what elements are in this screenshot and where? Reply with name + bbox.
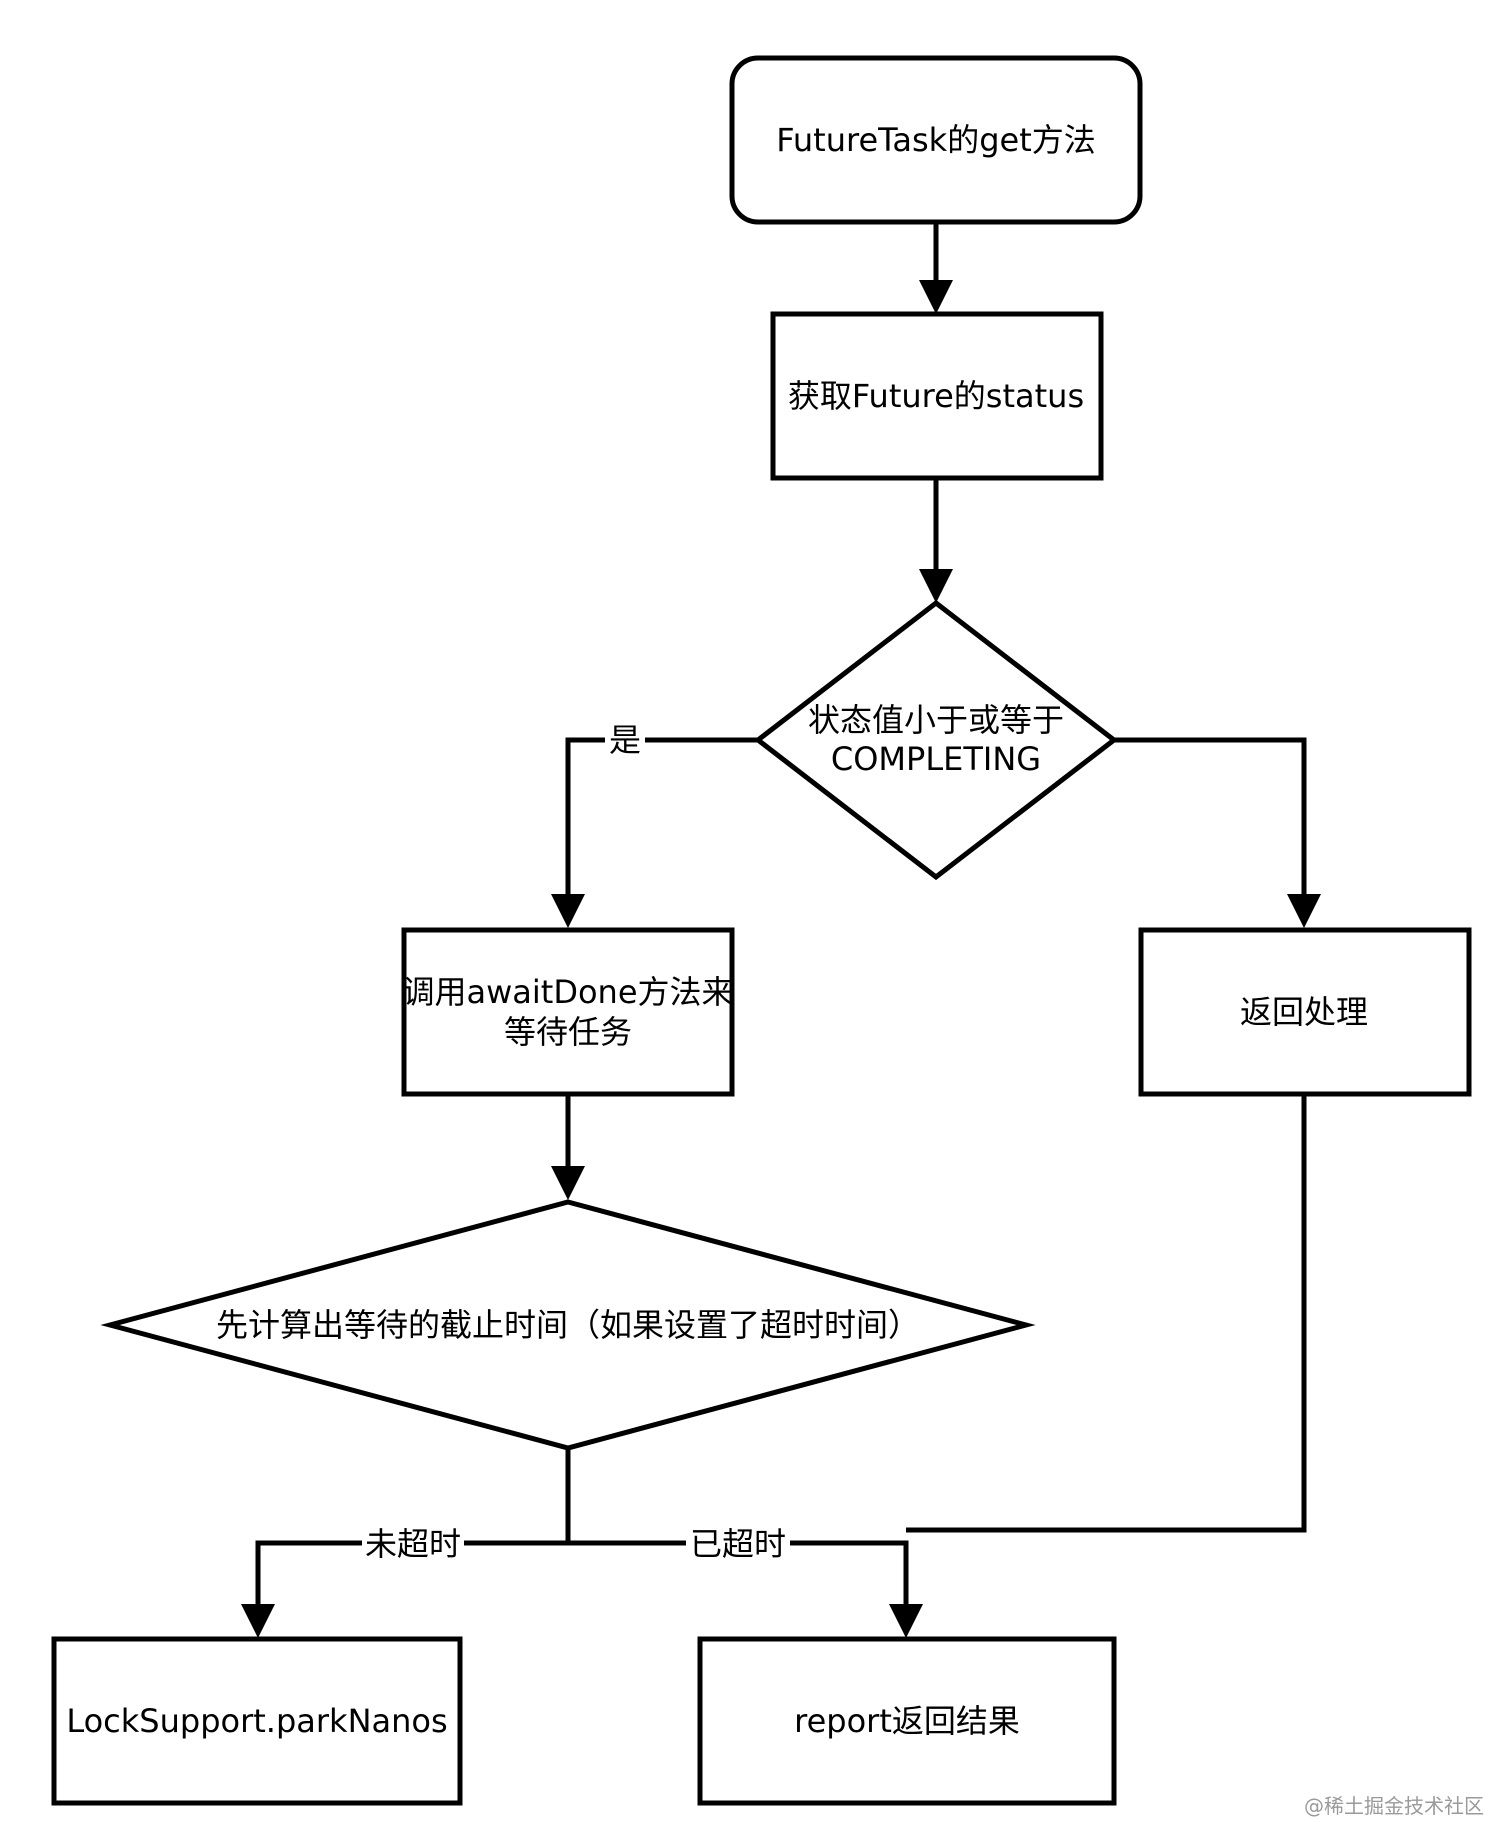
edge-decision-no-to-return [1114,737,1307,898]
park-nanos-label: LockSupport.parkNanos [66,1702,447,1740]
report-label: report返回结果 [794,1702,1020,1740]
deadline-decision-node [100,1199,1036,1451]
arrowhead-status [919,280,953,314]
start-node-label: FutureTask的get方法 [776,121,1096,159]
get-status-label: 获取Future的status [788,377,1084,415]
arrowhead-return [1287,894,1321,928]
yes-label-bg [605,719,645,759]
park-nanos-node [51,1636,463,1806]
arrowhead-deadline [551,1166,585,1200]
edge-timeout-to-report [568,1540,909,1615]
arrowhead-decision [919,569,953,603]
status-decision-label-line2: COMPLETING [831,740,1041,778]
return-handle-label: 返回处理 [1240,993,1368,1031]
report-node [697,1636,1117,1806]
edge-return-to-report [906,1095,1307,1533]
watermark-text: @稀土掘金技术社区 [1304,1794,1484,1818]
return-handle-node [1138,927,1472,1097]
await-done-node [401,927,735,1097]
yes-label: 是 [609,721,641,759]
await-done-label-line1: 调用awaitDone方法来 [402,973,733,1011]
timeout-label: 已超时 [690,1525,786,1563]
not-timeout-label-bg [362,1524,464,1564]
arrowhead-await [551,894,585,928]
status-decision-label-line1: 状态值小于或等于 [808,701,1064,739]
arrowhead-park [241,1604,275,1638]
start-node [729,55,1143,225]
edge-decision-yes-to-await [565,737,758,898]
edge-not-timeout-to-park [255,1540,568,1615]
arrowhead-report [889,1604,923,1638]
not-timeout-label: 未超时 [365,1525,461,1563]
status-decision-node [753,599,1119,881]
deadline-decision-label: 先计算出等待的截止时间（如果设置了超时时间） [216,1306,920,1344]
get-status-node [770,311,1104,481]
await-done-label-line2: 等待任务 [504,1013,632,1051]
timeout-label-bg [686,1524,790,1564]
